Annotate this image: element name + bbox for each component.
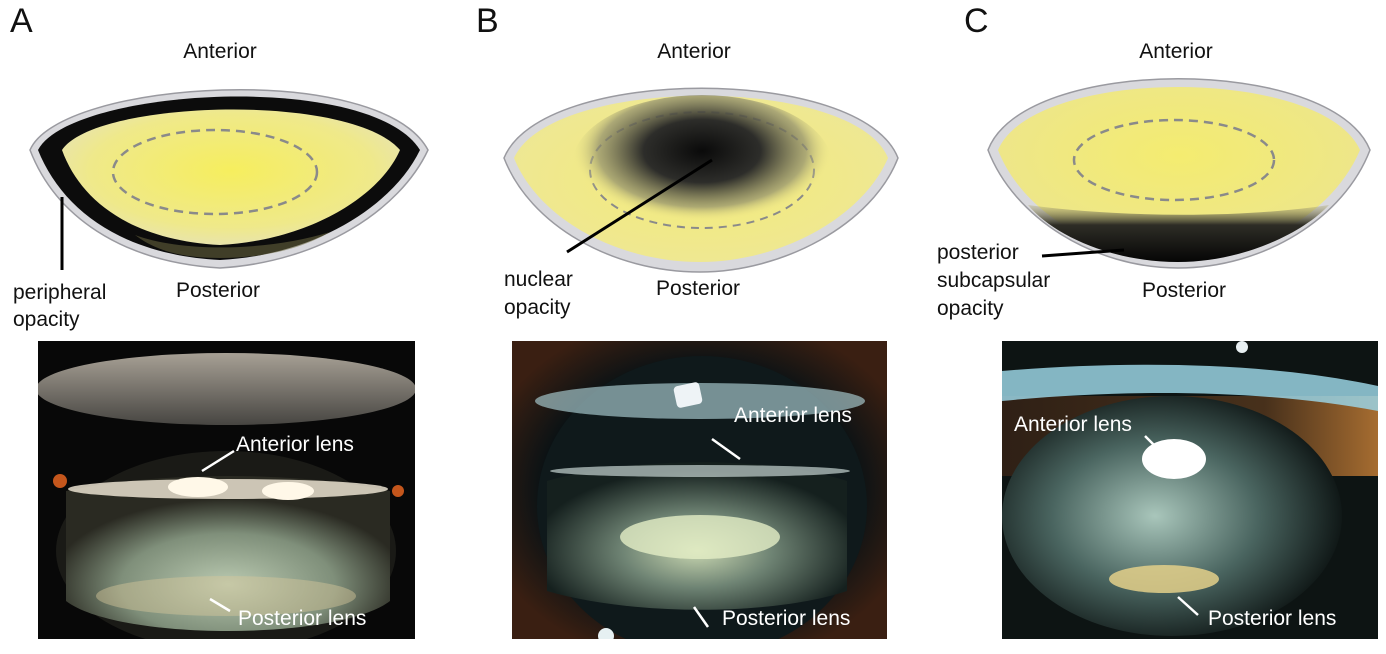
lens-cortex (62, 109, 400, 245)
panel-a: A Anterior peripheral opacity Posterior (0, 0, 462, 654)
panel-b: B Anterior nuclear opacity Posterior (462, 0, 924, 654)
photo-anterior-label: Anterior lens (1014, 413, 1132, 436)
nucleus-outline (111, 128, 319, 216)
anterior-label: Anterior (1139, 40, 1213, 63)
panel-letter: A (10, 2, 33, 40)
photo-anterior-label: Anterior lens (236, 433, 354, 456)
photo-posterior-label: Posterior lens (238, 607, 367, 630)
lens-diagram-nuclear (503, 87, 899, 273)
photo-anterior-label: Anterior lens (734, 404, 852, 427)
posterior-shadow (135, 232, 330, 258)
anterior-label: Anterior (183, 40, 257, 63)
pointer-line (566, 158, 713, 254)
posterior-label: Posterior (1141, 279, 1227, 302)
photo-image (512, 341, 887, 639)
opacity-label-line2: opacity (13, 308, 80, 331)
photo-image (1002, 341, 1378, 639)
lens-diagram-posterior-subcapsular (987, 78, 1371, 269)
opacity-label-line3: opacity (937, 297, 1004, 320)
anterior-label: Anterior (657, 40, 731, 63)
posterior-label: Posterior (175, 279, 261, 302)
photo-image (38, 341, 415, 639)
pointer-line (1041, 248, 1125, 258)
opacity-label-line2: subcapsular (937, 269, 1051, 292)
nucleus-outline (1072, 118, 1276, 202)
posterior-subcapsular-opacity (1028, 205, 1329, 262)
lens-diagram-peripheral (29, 89, 429, 270)
panel-c: C Anterior posterior subcapsular opacity… (924, 0, 1386, 654)
slit-lamp-photo: Anterior lens Posterior lens (38, 341, 415, 639)
slit-lamp-photo: Anterior lens Posterior lens (1002, 341, 1378, 639)
panel-letter: B (476, 2, 499, 40)
opacity-label-line1: peripheral (13, 281, 107, 304)
photo-posterior-label: Posterior lens (722, 607, 851, 630)
opacity-label-line2: opacity (504, 296, 571, 319)
slit-lamp-photo: Anterior lens Posterior lens (512, 341, 887, 639)
photo-posterior-label: Posterior lens (1208, 607, 1337, 630)
opacity-label-line1: nuclear (504, 268, 573, 291)
panel-letter: C (964, 2, 989, 40)
posterior-label: Posterior (655, 277, 741, 300)
opacity-label-line1: posterior (937, 241, 1019, 264)
